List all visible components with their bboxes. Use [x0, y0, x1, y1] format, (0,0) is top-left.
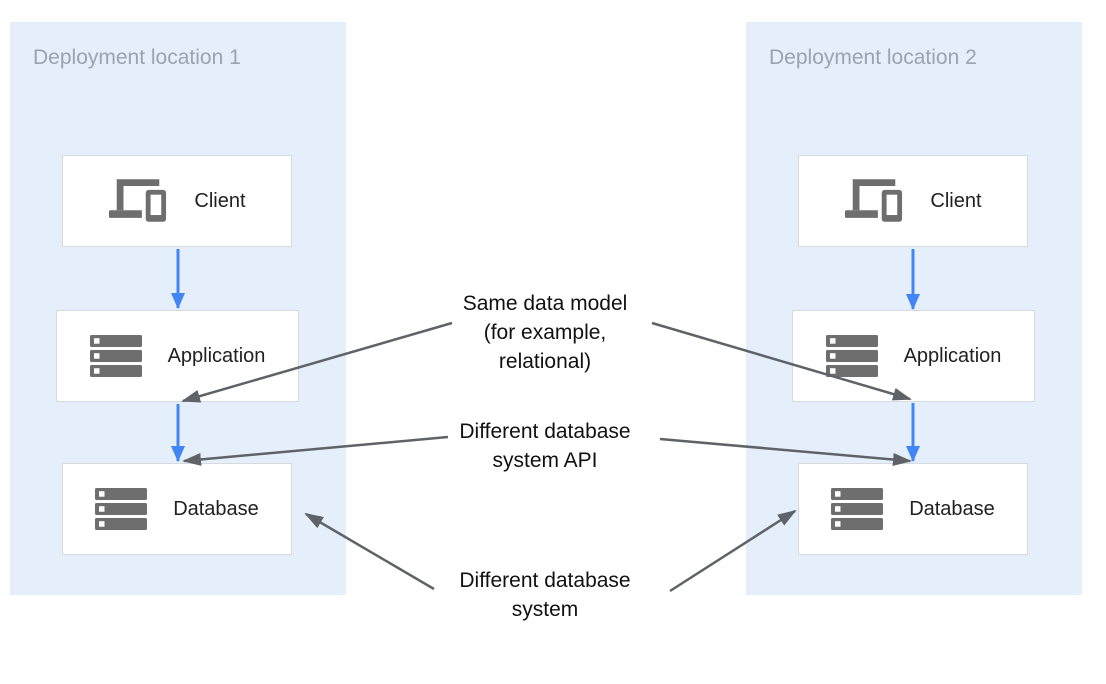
server-stack-icon	[89, 335, 142, 377]
devices-icon	[844, 178, 905, 224]
annotation-line: system API	[492, 449, 598, 472]
server-stack-icon	[831, 488, 884, 530]
annotation-line: (for example,	[483, 321, 607, 344]
database-node-1: Database	[62, 463, 292, 555]
annotation-line: Same data model	[462, 292, 628, 315]
annotation-line: relational)	[498, 350, 592, 373]
annotation-different-db-system: Different database system	[395, 566, 695, 624]
server-stack-icon	[95, 488, 148, 530]
node-label: Application	[903, 344, 1002, 367]
annotation-line: Different database	[459, 569, 631, 592]
annotation-line: Different database	[459, 420, 631, 443]
node-label: Client	[930, 189, 982, 212]
devices-icon	[108, 178, 169, 224]
deployment-panel-1: Deployment location 1 Client	[10, 22, 346, 595]
application-node-2: Application	[792, 310, 1035, 402]
node-label: Application	[167, 344, 266, 367]
database-node-2: Database	[798, 463, 1028, 555]
annotation-line: system	[511, 598, 579, 621]
node-label: Client	[194, 189, 246, 212]
node-label: Database	[909, 497, 995, 520]
node-label: Database	[173, 497, 259, 520]
panel-title-2: Deployment location 2	[769, 46, 977, 69]
annotation-same-data-model: Same data model (for example, relational…	[395, 289, 695, 376]
client-node-2: Client	[798, 155, 1028, 247]
annotation-different-db-api: Different database system API	[395, 417, 695, 475]
deployment-panel-2: Deployment location 2 Client	[746, 22, 1082, 595]
panel-title-1: Deployment location 1	[33, 46, 241, 69]
server-stack-icon	[825, 335, 878, 377]
application-node-1: Application	[56, 310, 299, 402]
client-node-1: Client	[62, 155, 292, 247]
